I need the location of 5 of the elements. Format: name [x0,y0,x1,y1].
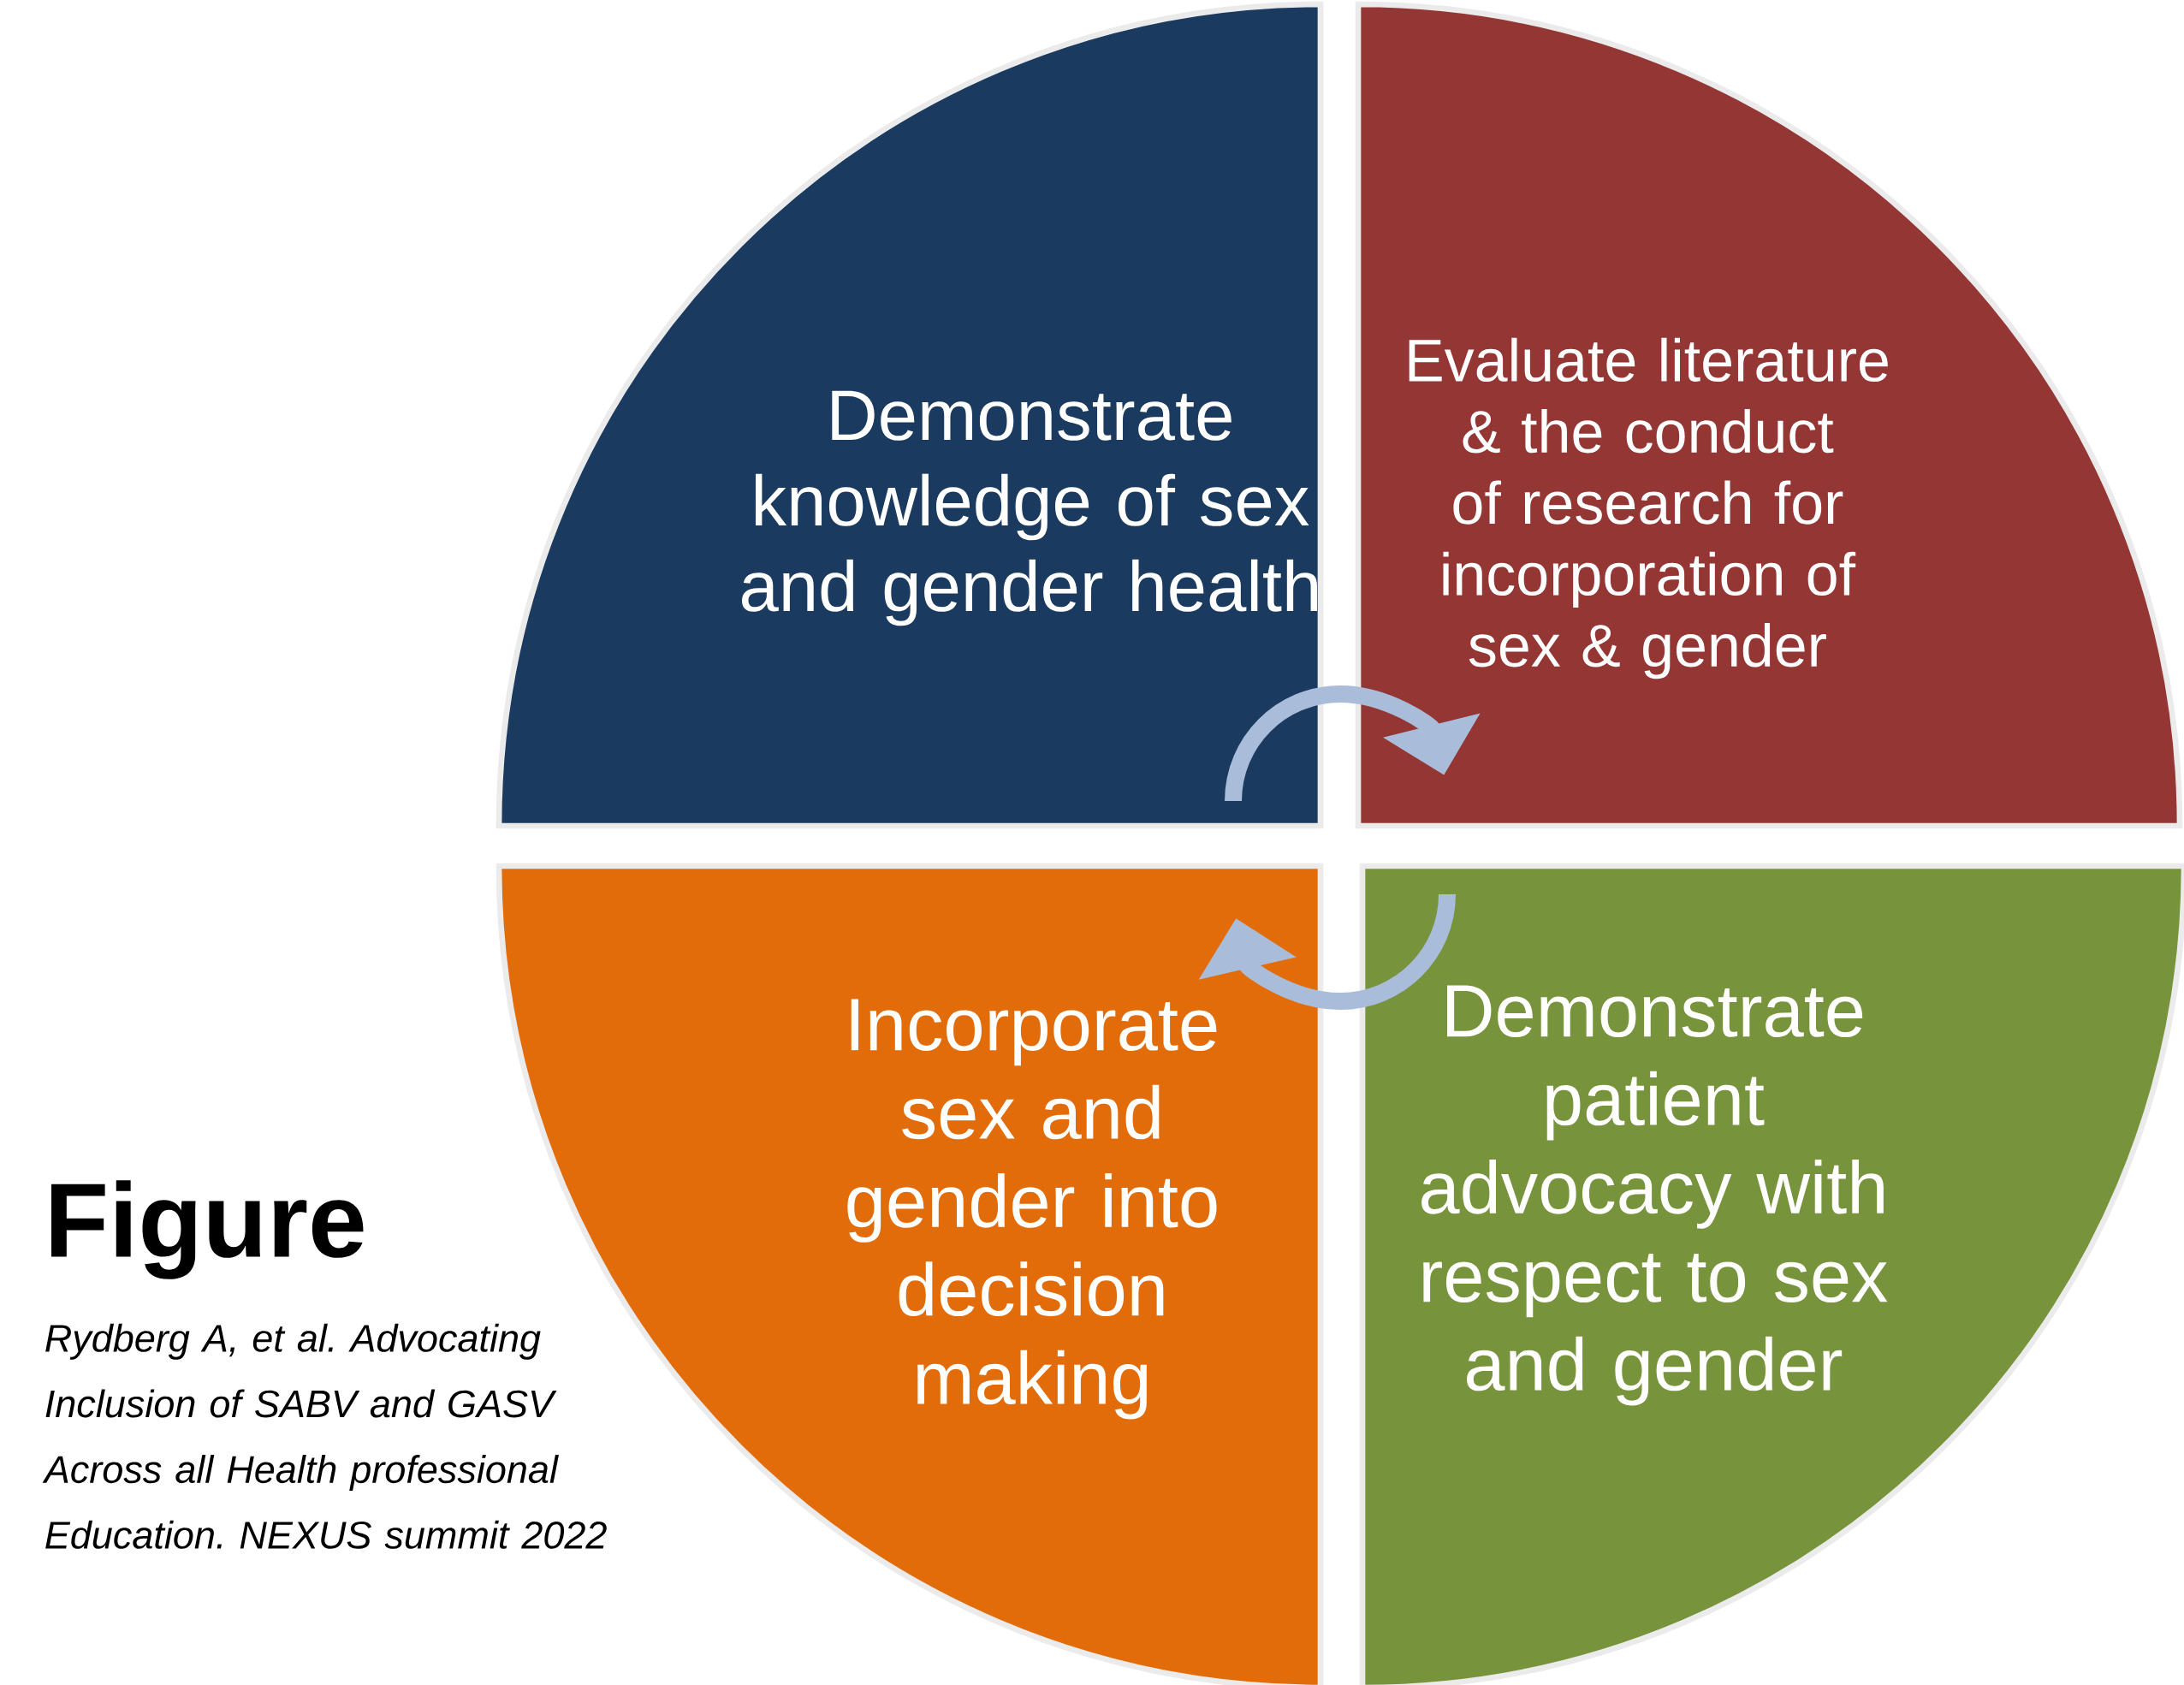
quadrant: Evaluate literature & the conduct of research for incorporation of sex & gender [1355,1,2183,829]
quadrant: Demonstrate knowledge of sex and gender health [496,1,1324,829]
curved-arrow [1225,685,1481,802]
figure-title: Figure [51,1180,364,1279]
quadrant: Demonstrate patient advocacy with respect to sex and gender [1359,863,2184,1685]
